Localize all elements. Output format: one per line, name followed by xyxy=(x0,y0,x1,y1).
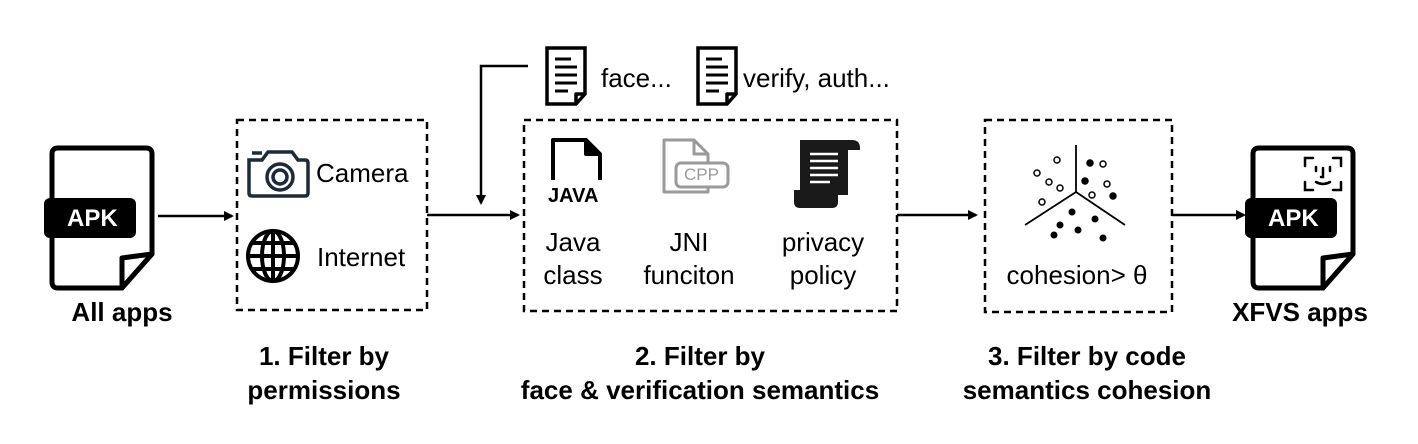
stage1-caption-line2: permissions xyxy=(247,375,401,405)
stage1-box xyxy=(235,118,429,312)
stage1-item-camera: Camera xyxy=(316,158,409,188)
camera-icon xyxy=(247,150,310,198)
cluster-plot-icon xyxy=(1024,145,1126,242)
keyword-face: face... xyxy=(601,63,672,93)
stage2-caption-line1: 2. Filter by xyxy=(634,341,766,371)
java-icon-text: JAVA xyxy=(548,185,599,207)
cohesion-label: cohesion> θ xyxy=(1006,260,1148,290)
input-apk-icon xyxy=(44,145,155,291)
document-icon xyxy=(545,46,587,106)
scroll-icon xyxy=(794,140,860,208)
stage2-caption-line2: face & verification semantics xyxy=(520,375,880,405)
stage1-caption-line1: 1. Filter by xyxy=(258,341,390,371)
face-id-icon xyxy=(1303,156,1343,192)
arrow-keywords-feed xyxy=(476,64,528,205)
privacy-label-line2: policy xyxy=(789,260,857,290)
keyword-verify: verify, auth... xyxy=(743,63,890,93)
jni-label-line1: JNI xyxy=(669,227,709,257)
jni-label-line2: funciton xyxy=(643,260,735,290)
java-label-line2: class xyxy=(543,260,603,290)
stage1-item-internet: Internet xyxy=(317,242,406,272)
apk-badge: APK xyxy=(67,205,118,232)
stage3-caption-line1: 3. Filter by code xyxy=(988,341,1186,371)
stage3-caption-line2: semantics cohesion xyxy=(962,375,1212,405)
cpp-icon-text: CPP xyxy=(684,165,719,184)
java-file-icon xyxy=(551,138,602,180)
output-apk-badge: APK xyxy=(1268,205,1319,232)
privacy-label-line1: privacy xyxy=(781,227,865,257)
globe-icon xyxy=(246,229,300,283)
java-label-line1: Java xyxy=(545,227,601,257)
cpp-file-icon xyxy=(662,138,730,194)
all-apps-label: All apps xyxy=(71,297,173,327)
xfvs-apps-label: XFVS apps xyxy=(1232,297,1368,327)
document-icon xyxy=(696,46,738,106)
